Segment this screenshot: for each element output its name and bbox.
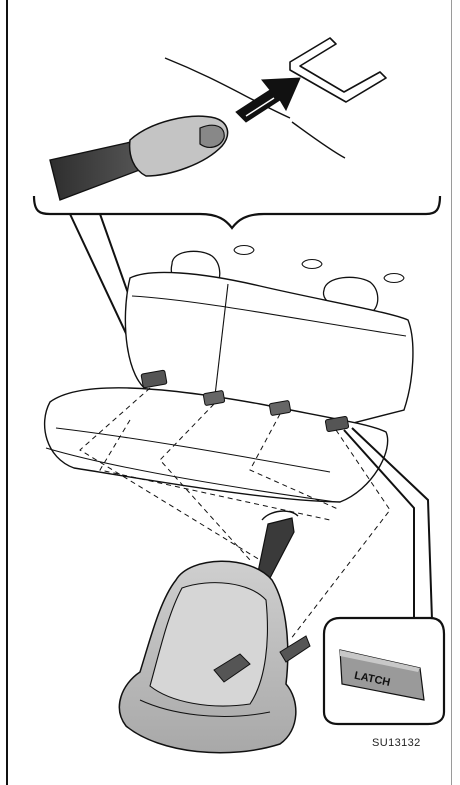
- roof-anchor-3: [384, 274, 404, 283]
- latch-tag-inset: LATCH: [324, 618, 444, 724]
- latch-anchor-bar: [290, 38, 386, 102]
- inset-bracket: [34, 196, 440, 228]
- closeup-inset: [34, 38, 440, 228]
- top-tether-strap: [258, 518, 294, 578]
- insert-arrow-icon: [236, 78, 300, 122]
- roof-anchor-2: [302, 260, 322, 269]
- figure-code: SU13132: [372, 737, 421, 749]
- seat-crease-line-lower: [292, 122, 345, 158]
- roof-anchor-1: [234, 246, 254, 255]
- child-seat: [119, 511, 310, 753]
